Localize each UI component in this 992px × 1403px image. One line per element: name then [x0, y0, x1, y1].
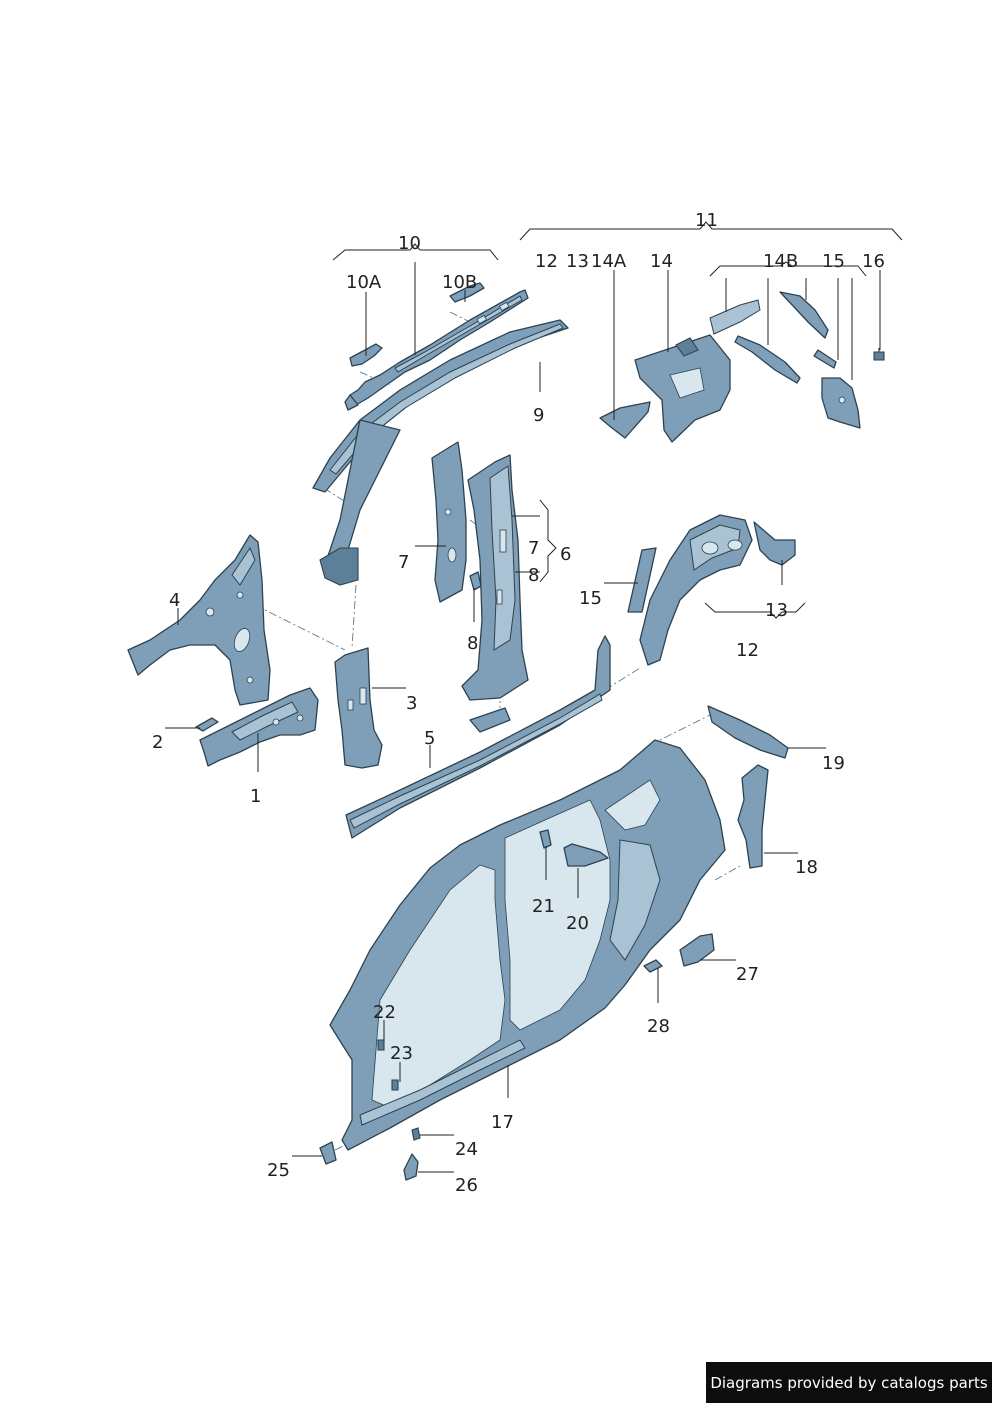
- braces: [332, 221, 903, 619]
- callout-26: 26: [455, 1175, 478, 1196]
- callout-8a: 8: [467, 633, 478, 654]
- callout-3: 3: [406, 693, 417, 714]
- callout-13a: 13: [566, 251, 589, 272]
- callout-12b: 12: [736, 640, 759, 661]
- part-19-rear-bracket: [707, 705, 789, 759]
- part-15-strip: [779, 291, 837, 369]
- part-14-c-pillar-panel: [634, 334, 731, 443]
- callout-2: 2: [152, 732, 163, 753]
- callout-14A: 14A: [591, 251, 627, 272]
- part-18-rear-panel: [737, 764, 769, 869]
- callout-15b: 15: [579, 588, 602, 609]
- callout-28: 28: [647, 1016, 670, 1037]
- provider-credit-banner: Diagrams provided by catalogs parts: [706, 1362, 992, 1403]
- part-28-patch: [643, 959, 663, 973]
- part-7-b-pillar-inner: [431, 441, 467, 603]
- part-27-fuel-flap: [679, 933, 715, 967]
- part-5-rocker-panel: [345, 635, 611, 839]
- callout-7b: 7: [528, 538, 539, 559]
- callout-24: 24: [455, 1139, 478, 1160]
- callout-8b: 8: [528, 565, 539, 586]
- part-14B-strip: [734, 335, 801, 384]
- part-20-bracket: [563, 843, 609, 867]
- callout-18: 18: [795, 857, 818, 878]
- callout-6: 6: [560, 544, 571, 565]
- part-4-a-pillar-panel: [127, 534, 271, 706]
- callout-17: 17: [491, 1112, 514, 1133]
- callout-10: 10: [398, 233, 421, 254]
- provider-credit-text: Diagrams provided by catalogs parts: [710, 1373, 988, 1392]
- callout-7a: 7: [398, 552, 409, 573]
- callout-11: 11: [695, 210, 718, 231]
- part-9-roof-rail: [312, 319, 569, 586]
- callout-16: 16: [862, 251, 885, 272]
- callout-14B: 14B: [763, 251, 798, 272]
- part-26-bracket: [403, 1153, 419, 1181]
- part-2-clip: [195, 717, 219, 732]
- part-10-roof-frame: [344, 289, 529, 411]
- part-12-wheelhouse: [639, 514, 796, 666]
- part-14A-bracket: [599, 401, 651, 439]
- callout-10A: 10A: [346, 272, 382, 293]
- callout-14: 14: [650, 251, 673, 272]
- part-23-clip: [391, 1079, 399, 1091]
- callout-10B: 10B: [442, 272, 477, 293]
- callout-12a: 12: [535, 251, 558, 272]
- callout-9: 9: [533, 405, 544, 426]
- part-13-upper-panel: [709, 299, 761, 335]
- part-16-bolt: [873, 348, 885, 361]
- callout-5: 5: [424, 728, 435, 749]
- part-15-lower-strip: [627, 547, 657, 613]
- part-10B-bracket: [449, 282, 485, 303]
- callout-25: 25: [267, 1160, 290, 1181]
- part-22-clip: [377, 1039, 385, 1051]
- part-21-small-bracket: [539, 829, 552, 849]
- part-1-lower-reinforcement: [199, 687, 319, 767]
- callout-23: 23: [390, 1043, 413, 1064]
- callout-21: 21: [532, 896, 555, 917]
- part-25-bumper-stop: [319, 1141, 337, 1165]
- callout-numbers: 1 2 3 4 5 6 7 7 8 8 9 10 10A 10B 11 12 1…: [152, 210, 885, 1196]
- callout-15a: 15: [822, 251, 845, 272]
- callout-27: 27: [736, 964, 759, 985]
- callout-1: 1: [250, 786, 261, 807]
- callout-13b: 13: [765, 600, 788, 621]
- callout-22: 22: [373, 1002, 396, 1023]
- part-6-b-pillar: [461, 454, 529, 701]
- part-3-pillar-reinforcement: [334, 647, 383, 769]
- callout-19: 19: [822, 753, 845, 774]
- part-16-panel: [821, 377, 861, 429]
- callout-4: 4: [169, 590, 180, 611]
- callout-20: 20: [566, 913, 589, 934]
- leader-lines: [165, 262, 881, 1173]
- part-24-clip: [411, 1127, 421, 1141]
- part-8-small-clip: [469, 571, 482, 591]
